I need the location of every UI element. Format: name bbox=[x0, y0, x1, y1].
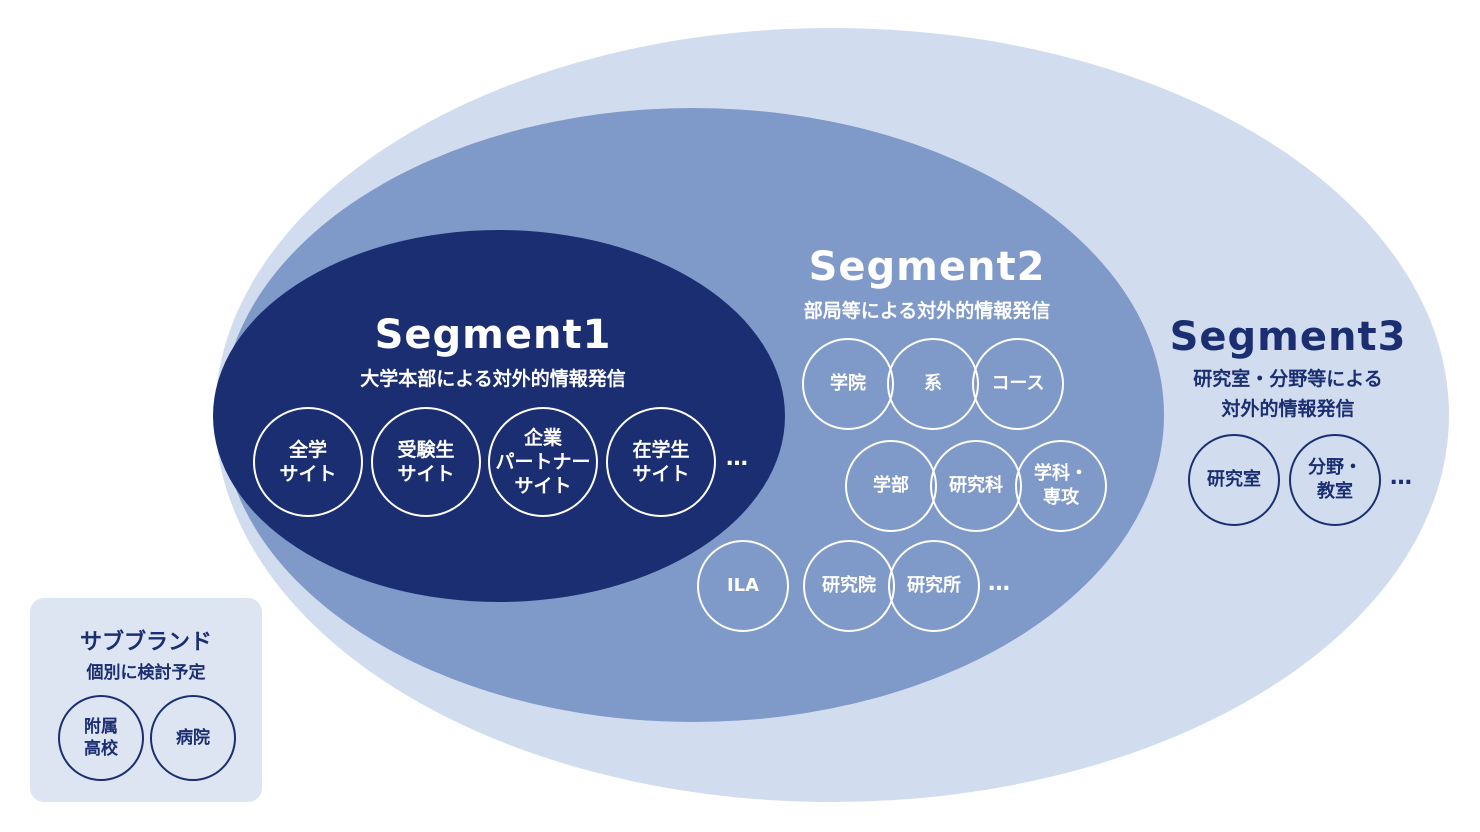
segment2-item-kenkyusho: 研究所 bbox=[888, 540, 980, 632]
segment2-more-dots: … bbox=[988, 571, 1011, 596]
segment3-subtitle-line2: 対外的情報発信 bbox=[1221, 398, 1355, 420]
segment3-more-dots: … bbox=[1390, 465, 1413, 490]
segment1-subtitle: 大学本部による対外的情報発信 bbox=[360, 368, 626, 390]
segment1-item-corporate-partner-site: 企業 パートナー サイト bbox=[488, 407, 598, 517]
segment3-subtitle-line1: 研究室・分野等による bbox=[1193, 368, 1383, 390]
subbrand-item-hospital: 病院 bbox=[150, 695, 236, 781]
segment1-item-applicant-site: 受験生 サイト bbox=[371, 407, 481, 517]
segment3-item-lab: 研究室 bbox=[1188, 434, 1280, 526]
subbrand-title: サブブランド bbox=[79, 630, 212, 655]
segment3-title: Segment3 bbox=[1169, 314, 1407, 360]
segment2-item-course: コース bbox=[972, 338, 1064, 430]
subbrand-subtitle: 個別に検討予定 bbox=[86, 663, 206, 683]
segment2-item-kei: 系 bbox=[887, 338, 979, 430]
segment1-item-all-university-site: 全学 サイト bbox=[253, 407, 363, 517]
segment1-title: Segment1 bbox=[374, 312, 612, 358]
segment1-item-current-student-site: 在学生 サイト bbox=[606, 407, 716, 517]
segment2-item-kenkyuka: 研究科 bbox=[930, 440, 1022, 532]
subbrand-item-affiliated-high-school: 附属 高校 bbox=[58, 695, 144, 781]
segment2-subtitle: 部局等による対外的情報発信 bbox=[803, 300, 1051, 322]
segment2-title: Segment2 bbox=[808, 244, 1046, 290]
segment3-item-field-classroom: 分野・ 教室 bbox=[1289, 434, 1381, 526]
segment2-item-gakubu: 学部 bbox=[845, 440, 937, 532]
segment1-more-dots: … bbox=[726, 446, 749, 471]
segment2-item-gakka-senkou: 学科・ 専攻 bbox=[1015, 440, 1107, 532]
segment2-item-kenkyuin: 研究院 bbox=[803, 540, 895, 632]
segment2-item-gakuin: 学院 bbox=[802, 338, 894, 430]
segment2-item-ila: ILA bbox=[697, 540, 789, 632]
